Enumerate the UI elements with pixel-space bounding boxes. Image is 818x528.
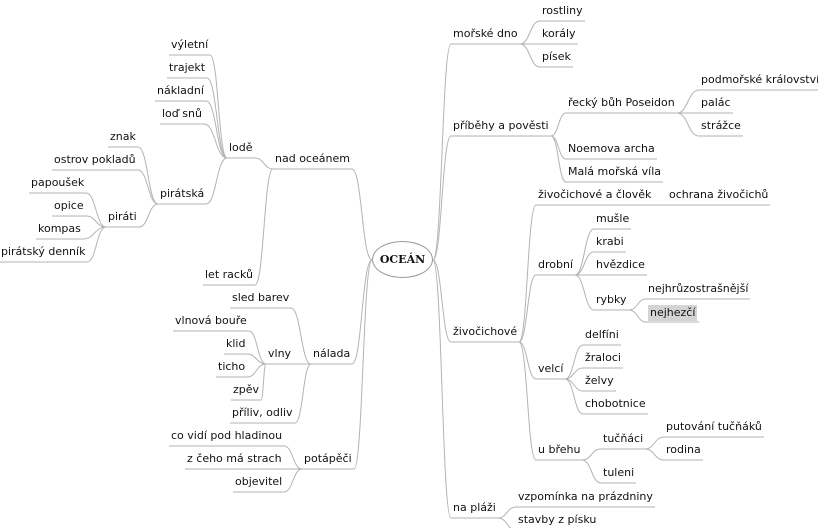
node-vlny[interactable]: vlny (268, 347, 292, 360)
node-velci[interactable]: velcí (538, 362, 564, 375)
node-vila[interactable]: Malá mořská víla (568, 165, 662, 178)
node-poseidon[interactable]: řecký bůh Poseidon (568, 96, 675, 109)
node-palac[interactable]: palác (701, 96, 731, 109)
node-nejhezci[interactable]: nejhezčí (648, 305, 698, 321)
node-klid[interactable]: klid (226, 337, 246, 350)
node-kompas[interactable]: kompas (38, 222, 81, 235)
node-nakladni[interactable]: nákladní (157, 84, 204, 97)
node-zivocichove[interactable]: živočichové (453, 325, 518, 338)
node-sled-barev[interactable]: sled barev (232, 291, 290, 304)
node-rodina[interactable]: rodina (666, 443, 701, 456)
node-vzpominka[interactable]: vzpomínka na prázdniny (518, 490, 653, 503)
node-trajekt[interactable]: trajekt (169, 61, 206, 74)
node-pisek[interactable]: písek (542, 50, 571, 63)
node-zraloci[interactable]: žraloci (585, 351, 621, 364)
node-dennik[interactable]: pirátský denník (1, 245, 86, 258)
node-ostrov[interactable]: ostrov pokladů (54, 153, 136, 166)
node-pribehy[interactable]: příběhy a pověsti (453, 119, 549, 132)
node-znak[interactable]: znak (110, 130, 136, 143)
node-drobni[interactable]: drobní (538, 258, 574, 271)
node-lode[interactable]: lodě (229, 141, 253, 154)
root-node-ocean[interactable]: OCEÁN (372, 241, 433, 278)
node-zivocichove-clovek[interactable]: živočichové a člověk (538, 188, 652, 201)
node-nejhruzo[interactable]: nejhrůzostrašnější (648, 282, 749, 295)
node-na-plazi[interactable]: na pláži (453, 501, 496, 514)
node-chobotnice[interactable]: chobotnice (585, 397, 646, 410)
node-co-vidi[interactable]: co vidí pod hladinou (171, 429, 283, 442)
node-vlnova-boure[interactable]: vlnová bouře (175, 314, 247, 327)
node-ticho[interactable]: ticho (218, 360, 246, 373)
node-strazce[interactable]: strážce (701, 119, 741, 132)
node-krabi[interactable]: krabi (596, 235, 624, 248)
node-piratska[interactable]: pirátská (160, 187, 205, 200)
node-koraly[interactable]: korály (542, 27, 576, 40)
node-rybky[interactable]: rybky (596, 293, 627, 306)
node-stavby[interactable]: stavby z písku (518, 513, 597, 526)
node-nad-oceanem[interactable]: nad oceánem (275, 152, 350, 165)
node-u-brehu[interactable]: u břehu (538, 443, 581, 456)
node-podmorske[interactable]: podmořské království (701, 73, 818, 86)
node-tuleni[interactable]: tuleni (603, 466, 635, 479)
node-objevitel[interactable]: objevitel (235, 475, 283, 488)
node-zelvy[interactable]: želvy (585, 374, 614, 387)
node-priliv[interactable]: příliv, odliv (232, 406, 293, 419)
node-zpev[interactable]: zpěv (233, 383, 260, 396)
node-delfini[interactable]: delfíni (585, 328, 619, 341)
node-lod-snu[interactable]: loď snů (162, 107, 202, 120)
node-nalada[interactable]: nálada (313, 347, 351, 360)
node-noemova[interactable]: Noemova archa (568, 142, 655, 155)
node-tucnaci[interactable]: tučňáci (603, 432, 644, 445)
node-rostliny[interactable]: rostliny (542, 4, 583, 17)
node-z-ceho[interactable]: z čeho má strach (187, 452, 282, 465)
node-vyletni[interactable]: výletní (171, 38, 209, 51)
node-papousek[interactable]: papoušek (31, 176, 85, 189)
node-putovani[interactable]: putování tučňáků (666, 420, 762, 433)
node-muszle[interactable]: mušle (596, 212, 630, 225)
node-potapeci[interactable]: potápěči (304, 452, 352, 465)
node-morske-dno[interactable]: mořské dno (453, 27, 518, 40)
node-opice[interactable]: opice (54, 199, 84, 212)
node-pirati[interactable]: piráti (108, 210, 137, 223)
node-let-racku[interactable]: let racků (205, 268, 253, 281)
node-ochrana[interactable]: ochrana živočichů (669, 188, 769, 201)
node-hvezdice[interactable]: hvězdice (596, 258, 645, 271)
